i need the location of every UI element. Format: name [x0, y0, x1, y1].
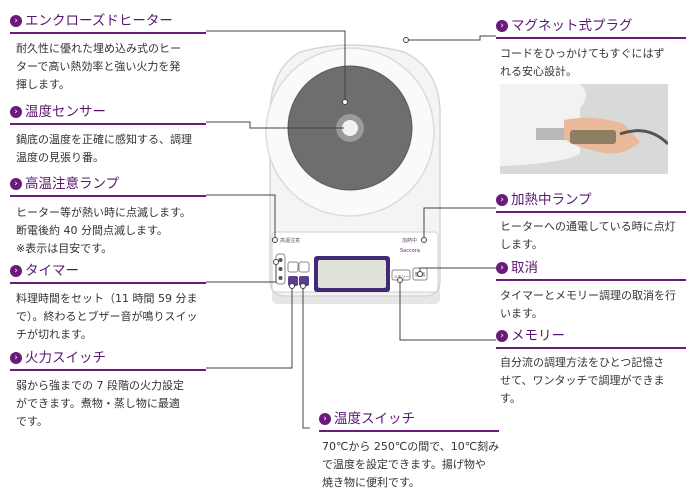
header-power: › 火力スイッチ	[10, 349, 206, 371]
memory-line-3: す。	[500, 392, 521, 405]
leader-dot	[272, 237, 278, 243]
chevron-right-icon: ›	[496, 194, 508, 206]
heating-line-2: します。	[500, 238, 543, 251]
chevron-right-icon: ›	[496, 262, 508, 274]
header-sensor: › 温度センサー	[10, 103, 206, 125]
brand-label: Saccora	[400, 248, 420, 254]
heater-line-1: 耐久性に優れた埋め込み式のヒー	[16, 42, 181, 55]
timer-desc: 料理時間をセット（11 時間 59 分ま で）。終わるとブザー音が鳴りスイッ チ…	[16, 290, 198, 344]
power-title: 火力スイッチ	[25, 350, 106, 366]
timer-title: タイマー	[25, 263, 79, 279]
power-dot-icon	[278, 267, 283, 271]
lamp-title: 高温注意ランプ	[25, 176, 120, 192]
leader-dot	[403, 37, 409, 43]
timer-line-2: で）。終わるとブザー音が鳴りスイッ	[16, 310, 198, 323]
heater-line-2: ターで高い熱効率と強い火力を発	[16, 60, 181, 73]
temp-line-3: 焼き物に便利です。	[322, 476, 420, 489]
lamp-label: 高温注意	[280, 237, 300, 244]
heater-desc: 耐久性に優れた埋め込み式のヒー ターで高い熱効率と強い火力を発 揮します。	[16, 40, 181, 94]
timer-minus-button[interactable]	[287, 261, 299, 273]
memory-desc: 自分流の調理方法をひとつ記憶さ せて、ワンタッチで調理ができま す。	[500, 354, 664, 408]
chevron-right-icon: ›	[319, 413, 331, 425]
cancel-line-1: タイマーとメモリー調理の取消を行	[500, 289, 676, 302]
chevron-right-icon: ›	[10, 178, 22, 190]
leader-sensor	[206, 121, 344, 129]
sensor-line-2: 温度の見張り番。	[16, 151, 104, 164]
plug-title: マグネット式プラグ	[511, 18, 633, 34]
header-memory: › メモリー	[496, 327, 686, 349]
lcd-screen	[318, 260, 386, 288]
power-dot-icon	[278, 258, 283, 262]
temp-line-2: で温度を設定できます。揚げ物や	[322, 458, 486, 471]
memory-line-2: せて、ワンタッチで調理ができま	[500, 374, 665, 387]
plug-line-2: れる安心設計。	[500, 65, 577, 78]
power-dot-icon	[278, 276, 283, 280]
sensor-line-1: 鍋底の温度を正確に感知する、調理	[16, 133, 192, 146]
temp-desc: 70℃から 250℃の間で、10℃刻み で温度を設定できます。揚げ物や 焼き物に…	[322, 438, 499, 492]
heater-title: エンクローズドヒーター	[25, 13, 173, 29]
leader-dot	[417, 271, 423, 277]
header-heater: › エンクローズドヒーター	[10, 12, 206, 34]
header-temp: › 温度スイッチ	[319, 410, 499, 432]
heating-title: 加熱中ランプ	[511, 192, 592, 208]
leader-plug	[406, 35, 496, 41]
temp-title: 温度スイッチ	[334, 411, 415, 427]
chevron-right-icon: ›	[496, 20, 508, 32]
chevron-right-icon: ›	[10, 265, 22, 277]
memory-key-label: メモリー	[394, 274, 410, 279]
leader-lamp	[206, 194, 276, 240]
cancel-desc: タイマーとメモリー調理の取消を行 います。	[500, 287, 676, 323]
power-desc: 弱から強までの 7 段階の火力設定 ができます。煮物・蒸し物に最適 です。	[16, 377, 184, 431]
lamp-line-3: ※表示は目安です。	[16, 242, 113, 255]
leader-dot	[273, 259, 279, 265]
header-heating: › 加熱中ランプ	[496, 191, 686, 213]
memory-title: メモリー	[511, 328, 565, 344]
sensor-desc: 鍋底の温度を正確に感知する、調理 温度の見張り番。	[16, 131, 192, 167]
leader-heating	[423, 207, 496, 240]
temp-line-1: 70℃から 250℃の間で、10℃刻み	[322, 440, 500, 453]
leader-heater	[206, 30, 346, 102]
leader-dot	[397, 277, 403, 283]
plug-desc: コードをひっかけてもすぐにはず れる安心設計。	[500, 45, 664, 81]
power-line-3: です。	[16, 415, 48, 428]
header-lamp: › 高温注意ランプ	[10, 175, 206, 197]
leader-power	[206, 286, 293, 369]
plug-line-1: コードをひっかけてもすぐにはず	[500, 47, 665, 60]
header-plug: › マグネット式プラグ	[496, 17, 686, 39]
cancel-title: 取消	[511, 260, 538, 276]
heating-desc: ヒーターへの通電している時に点灯 します。	[500, 218, 676, 254]
leader-timer	[206, 262, 277, 283]
lamp-line-2: 断電後約 40 分間点滅します。	[16, 224, 168, 237]
power-line-1: 弱から強までの 7 段階の火力設定	[16, 379, 184, 392]
chevron-right-icon: ›	[10, 352, 22, 364]
sensor-title: 温度センサー	[25, 104, 106, 120]
timer-plus-button[interactable]	[298, 261, 310, 273]
lamp-line-1: ヒーター等が熱い時に点滅します。	[16, 206, 191, 219]
leader-dot	[300, 283, 306, 289]
leader-memory	[399, 280, 496, 341]
leader-dot	[421, 237, 427, 243]
chevron-right-icon: ›	[496, 330, 508, 342]
timer-line-3: チが切れます。	[16, 328, 92, 341]
leader-temp	[302, 286, 310, 429]
leader-dot	[342, 99, 348, 105]
power-line-2: ができます。煮物・蒸し物に最適	[16, 397, 180, 410]
chevron-right-icon: ›	[10, 106, 22, 118]
sensor-icon	[342, 120, 358, 136]
leader-dot	[289, 283, 295, 289]
chevron-right-icon: ›	[10, 15, 22, 27]
cancel-line-2: います。	[500, 307, 543, 320]
memory-line-1: 自分流の調理方法をひとつ記憶さ	[500, 356, 665, 369]
heater-line-3: 揮します。	[16, 78, 70, 91]
heat-label: 加熱中	[402, 237, 417, 244]
header-cancel: › 取消	[496, 259, 686, 281]
plug-photo	[500, 84, 668, 174]
timer-line-1: 料理時間をセット（11 時間 59 分ま	[16, 292, 198, 305]
heating-line-1: ヒーターへの通電している時に点灯	[500, 220, 676, 233]
header-timer: › タイマー	[10, 262, 206, 284]
lamp-desc: ヒーター等が熱い時に点滅します。 断電後約 40 分間点滅します。 ※表示は目安…	[16, 204, 191, 258]
